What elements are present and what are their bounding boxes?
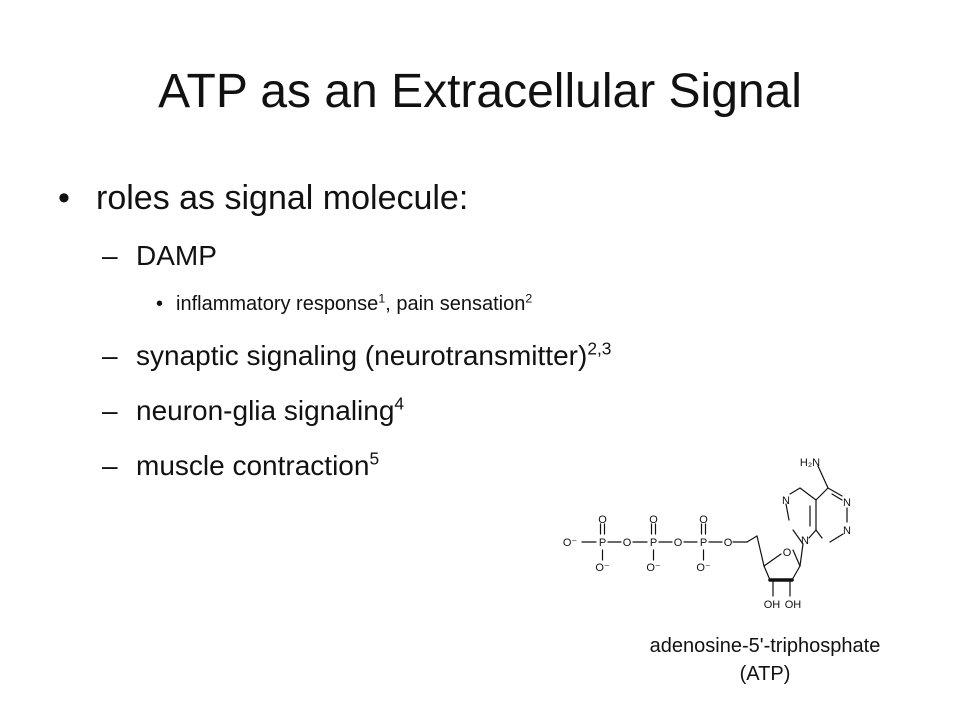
dash-marker: –: [102, 395, 118, 426]
oxygen-top-2-label: O: [649, 514, 658, 526]
bullet-damp-sub-text: inflammatory response1, pain sensation2: [176, 291, 532, 317]
glia-label: neuron-glia signaling: [136, 395, 395, 426]
molecule-caption-name: adenosine-5'-triphosphate: [649, 635, 881, 657]
bullet-damp-text: DAMP: [136, 240, 217, 271]
oxygen-bridge-1-label: O: [623, 537, 632, 549]
ribose-oxygen-label: O: [783, 547, 792, 559]
reference-1: 1: [378, 291, 386, 306]
synaptic-label: synaptic signaling (neurotransmitter): [136, 340, 588, 371]
nitrogen-3-label: N: [843, 525, 851, 537]
bullet-roles-text: roles as signal molecule:: [96, 179, 469, 217]
hydroxyl-3-label: OH: [785, 599, 802, 611]
oxygen-bottom-2-label: O⁻: [646, 562, 661, 574]
bullet-synaptic-text: synaptic signaling (neurotransmitter)2,3: [136, 338, 611, 374]
reference-5: 5: [369, 448, 380, 469]
dash-marker: –: [102, 240, 118, 271]
oxygen-bridge-2-label: O: [674, 537, 683, 549]
oxygen-top-3-label: O: [699, 514, 708, 526]
slide-title: ATP as an Extracellular Signal: [158, 65, 802, 118]
nitrogen-1-label: N: [843, 497, 851, 509]
amine-group-label: H₂N: [800, 457, 820, 469]
reference-2: 2: [525, 291, 533, 306]
muscle-label: muscle contraction: [136, 450, 370, 481]
inflammatory-response-text: inflammatory response: [176, 293, 379, 315]
molecule-caption: adenosine-5'-triphosphate (ATP): [600, 632, 930, 688]
bullet-marker: •: [156, 293, 164, 315]
oxygen-bridge-3-label: O: [724, 537, 733, 549]
oxygen-top-1-label: O: [598, 514, 607, 526]
bullet-marker: •: [58, 179, 70, 217]
hydroxyl-2-label: OH: [764, 599, 781, 611]
phosphorus-2-label: P: [650, 537, 657, 549]
molecule-caption-abbrev: (ATP): [739, 663, 791, 685]
list-separator: ,: [385, 293, 397, 315]
oxygen-anion-left-label: O⁻: [563, 537, 578, 549]
pain-sensation-text: pain sensation: [396, 293, 526, 315]
nitrogen-9-label: N: [801, 535, 809, 547]
dash-marker: –: [102, 450, 118, 481]
atp-structure-diagram: O⁻ P O O⁻ O P O O⁻ O P O O⁻ O O OH OH N …: [563, 457, 851, 611]
dash-marker: –: [102, 340, 118, 371]
phosphorus-3-label: P: [700, 537, 707, 549]
reference-4: 4: [394, 393, 405, 414]
phosphorus-1-label: P: [599, 537, 606, 549]
bullet-glia-text: neuron-glia signaling4: [136, 393, 404, 429]
oxygen-bottom-1-label: O⁻: [595, 562, 610, 574]
nitrogen-7-label: N: [782, 495, 790, 507]
bullet-muscle-text: muscle contraction5: [136, 448, 379, 484]
reference-2-3: 2,3: [587, 338, 612, 359]
oxygen-bottom-3-label: O⁻: [696, 562, 711, 574]
